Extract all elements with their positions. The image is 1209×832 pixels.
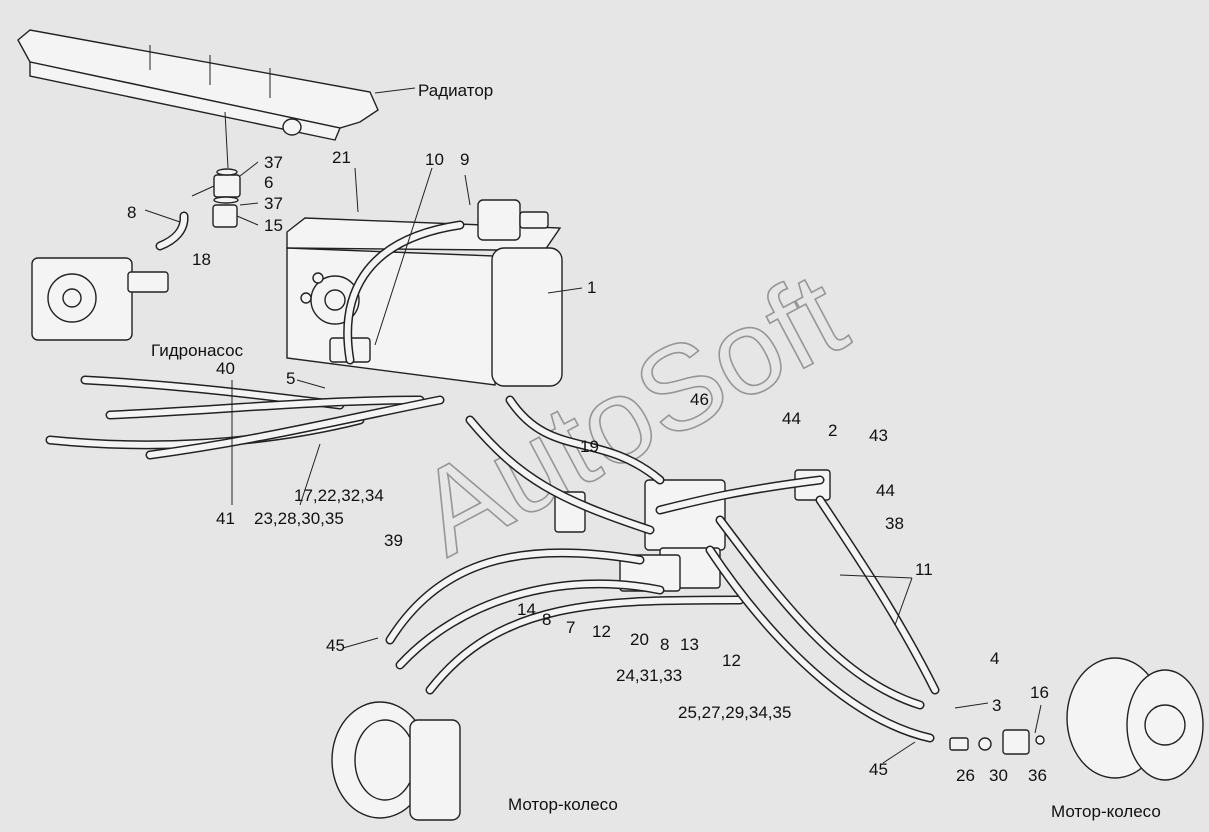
callout-7: 7 (566, 618, 575, 637)
callout-17: 17,22,32,34 (294, 486, 384, 505)
callout-24: 24,31,33 (616, 666, 682, 685)
label-motor-wheel-left: Мотор-колесо (508, 795, 618, 814)
callout-36: 36 (1028, 766, 1047, 785)
oil-tank (286, 199, 563, 387)
callout-9: 9 (460, 150, 469, 169)
callout-16: 16 (1030, 683, 1049, 702)
callout-21: 21 (332, 148, 351, 167)
right-fittings (949, 729, 1045, 755)
leader-lines (144, 87, 1042, 764)
callout-6: 6 (264, 173, 273, 192)
callout-37a: 37 (264, 153, 283, 172)
callout-45a: 45 (326, 636, 345, 655)
motor-wheel-right (1066, 657, 1204, 781)
callout-2: 2 (828, 421, 837, 440)
callout-5: 5 (286, 369, 295, 388)
callout-44a: 44 (782, 409, 801, 428)
label-motor-wheel-right: Мотор-колесо (1051, 802, 1161, 821)
callout-37b: 37 (264, 194, 283, 213)
motor-wheel-left (331, 701, 461, 821)
callout-25: 25,27,29,34,35 (678, 703, 791, 722)
callout-12a: 12 (592, 622, 611, 641)
callout-30: 30 (989, 766, 1008, 785)
radiator-fitting (155, 168, 241, 251)
callout-15: 15 (264, 216, 283, 235)
callout-43: 43 (869, 426, 888, 445)
callout-26: 26 (956, 766, 975, 785)
label-pump: Гидронасос (151, 341, 244, 360)
callout-11: 11 (915, 560, 933, 579)
hydraulic-pump (31, 257, 169, 341)
callout-4: 4 (990, 649, 999, 668)
callout-8a: 8 (127, 203, 136, 222)
label-radiator: Радиатор (418, 81, 493, 100)
callout-12b: 12 (722, 651, 741, 670)
radiator (17, 29, 379, 141)
callout-19: 19 (580, 437, 599, 456)
callout-45b: 45 (869, 760, 888, 779)
callout-13: 13 (680, 635, 699, 654)
callout-44b: 44 (876, 481, 895, 500)
callout-8c: 8 (660, 635, 669, 654)
callout-41: 41 (216, 509, 235, 528)
callout-10: 10 (425, 150, 444, 169)
callout-46: 46 (690, 390, 709, 409)
callout-40: 40 (216, 359, 235, 378)
callout-14: 14 (517, 600, 536, 619)
callout-38: 38 (885, 514, 904, 533)
callout-23: 23,28,30,35 (254, 509, 344, 528)
callout-1: 1 (587, 278, 596, 297)
callout-18: 18 (192, 250, 211, 269)
hoses (45, 220, 940, 743)
callout-8b: 8 (542, 610, 551, 629)
callout-20: 20 (630, 630, 649, 649)
callout-3: 3 (992, 696, 1001, 715)
callout-39: 39 (384, 531, 403, 550)
